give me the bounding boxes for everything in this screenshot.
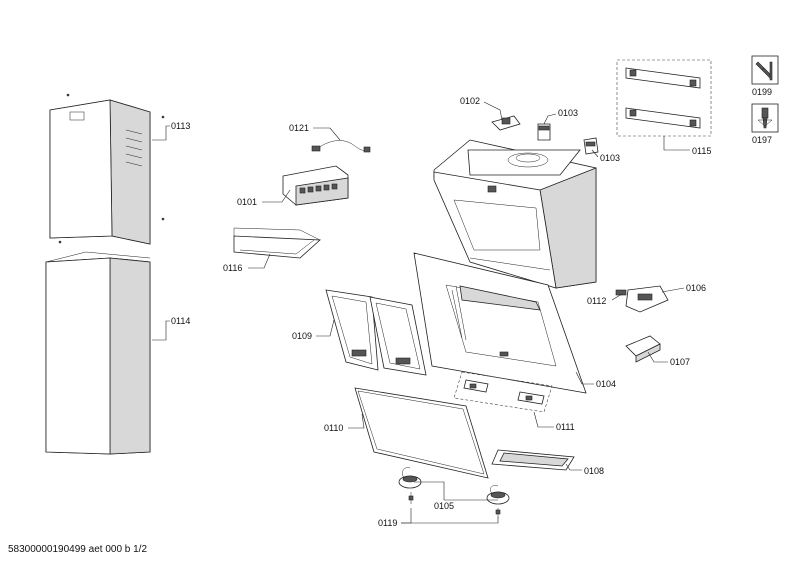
screwdriver-icon bbox=[751, 103, 779, 133]
upper-chimney-cover bbox=[49, 93, 165, 245]
part-label-0110: 0110 bbox=[324, 423, 344, 433]
part-label-0103-top: 0103 bbox=[558, 108, 579, 118]
filter-tray bbox=[491, 449, 575, 471]
lower-chimney-cover bbox=[45, 251, 151, 455]
part-label-0112: 0112 bbox=[587, 296, 607, 306]
part-label-0109: 0109 bbox=[292, 331, 313, 341]
part-label-0114: 0114 bbox=[171, 316, 191, 326]
part-label-0101: 0101 bbox=[237, 197, 258, 207]
glass-panel bbox=[354, 387, 489, 479]
part-label-0116: 0116 bbox=[223, 263, 243, 273]
leader-lines bbox=[152, 101, 690, 524]
cable bbox=[311, 140, 371, 153]
hood-housing bbox=[433, 139, 597, 289]
part-label-0119: 0119 bbox=[378, 518, 398, 528]
part-label-0115: 0115 bbox=[692, 146, 712, 156]
grease-filters bbox=[325, 289, 427, 376]
part-label-0121: 0121 bbox=[289, 123, 310, 133]
part-label-0104: 0104 bbox=[596, 379, 617, 389]
control-module bbox=[282, 165, 349, 206]
part-label-0197: 0197 bbox=[752, 135, 773, 145]
part-label-0102: 0102 bbox=[460, 96, 481, 106]
motor-parts bbox=[491, 115, 599, 155]
tray-frame bbox=[233, 227, 321, 259]
knobs bbox=[398, 467, 510, 518]
part-label-0106: 0106 bbox=[686, 283, 707, 293]
part-label-0199: 0199 bbox=[752, 87, 773, 97]
document-footer: 58300000190499 aet 000 b 1/2 bbox=[8, 544, 148, 555]
front-panel bbox=[413, 252, 587, 394]
wrench-screwdriver-icon bbox=[751, 55, 779, 85]
side-parts bbox=[615, 285, 669, 363]
part-label-0111: 0111 bbox=[556, 422, 575, 432]
mounting-brackets bbox=[616, 59, 712, 137]
part-label-0108: 0108 bbox=[584, 466, 605, 476]
clips bbox=[453, 371, 553, 413]
part-label-0103-right: 0103 bbox=[600, 153, 621, 163]
part-label-0113: 0113 bbox=[171, 121, 191, 131]
part-label-0105: 0105 bbox=[434, 501, 455, 511]
part-label-0107: 0107 bbox=[670, 357, 691, 367]
